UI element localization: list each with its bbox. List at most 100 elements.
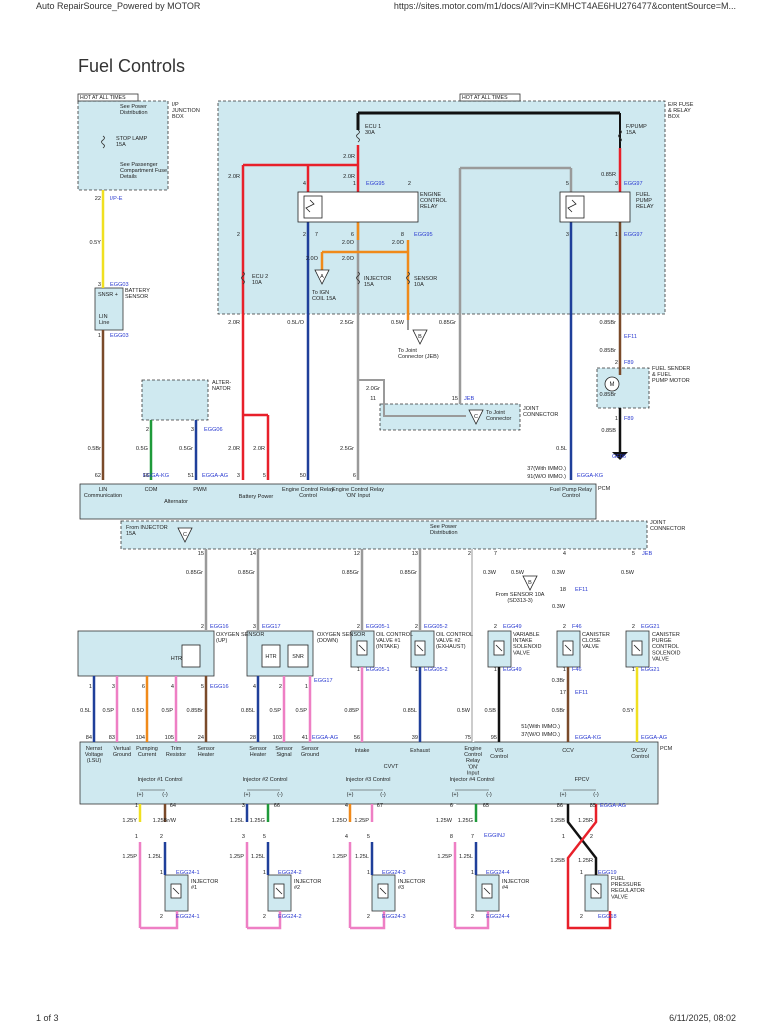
pin-q1b: 1 xyxy=(305,684,308,690)
pin-q39: 39 xyxy=(412,735,418,741)
pin-q13: 13 xyxy=(412,551,418,557)
wire-label-w_05w: 0.5W xyxy=(391,320,405,326)
wire-label-f_05w1: 0.5W xyxy=(511,570,525,576)
pcm-minus-1: (-) xyxy=(162,792,168,798)
injector-inj3-label: INJECTOR#3 xyxy=(398,879,425,891)
injector-inj4-label: INJECTOR#4 xyxy=(502,879,529,891)
pin-p3d: 3 xyxy=(237,473,240,479)
pin-q2c: 2 xyxy=(415,624,418,630)
connector-egg21: EGG21 xyxy=(641,624,660,630)
wire-label-f_05p3: 0.5P xyxy=(269,708,281,714)
pin-q2f: 2 xyxy=(632,624,635,630)
fuse-ecu1 xyxy=(356,129,360,143)
wire-label-f_085gr2: 0.85Gr xyxy=(238,570,255,576)
pcm-plus-5: (+) xyxy=(560,792,567,798)
connector-egg16b: EGG16 xyxy=(210,684,229,690)
wire-label-f_05b: 0.5B xyxy=(484,708,496,714)
wire-label-f_05p2: 0.5P xyxy=(161,708,173,714)
wire-label-i_125l3: 1.25L xyxy=(355,854,369,860)
wire-label-i_125r2: 1.25R xyxy=(578,858,593,864)
connector-egg06: EGG06 xyxy=(204,427,223,433)
pin-q4: 4 xyxy=(563,551,566,557)
wire-label-f_05w2: 0.5W xyxy=(621,570,635,576)
pcm-upper-label: PCM xyxy=(598,486,611,492)
alternator-box-label: ALTER-NATOR xyxy=(212,380,231,392)
pcm-cvvt: CVVT xyxy=(384,764,399,770)
connector-egg244: EGG24-4 xyxy=(486,870,510,876)
pin-p11: 11 xyxy=(370,396,376,402)
connector-egg17b: EGG17 xyxy=(314,678,333,684)
wire-label-f_05p: 0.5P xyxy=(102,708,114,714)
injector-inj2-label: INJECTOR#2 xyxy=(294,879,321,891)
engine-relay-coil xyxy=(303,195,323,219)
inj3-solenoid-slash xyxy=(379,887,387,895)
page-title: Fuel Controls xyxy=(78,56,186,76)
wire-label-w_20r_f: 2.0R xyxy=(253,446,265,452)
joint-connector-reference-c xyxy=(468,409,484,425)
wire-label-w_20r_b: 2.0R xyxy=(228,174,240,180)
pin-q7: 7 xyxy=(494,551,497,557)
pin-r85: 85 xyxy=(590,803,596,809)
connector-ef11b: EF11 xyxy=(575,587,588,593)
wire-label-f_085p: 0.85P xyxy=(344,708,359,714)
wire-label-i_125g: 1.25G xyxy=(250,818,265,824)
connector-egg242b: EGG24-2 xyxy=(278,914,302,920)
pin-q3b: 3 xyxy=(112,684,115,690)
pcm-upper-box xyxy=(79,483,597,520)
ocv2-solenoid-slash xyxy=(416,644,424,652)
wire-label-f_085l: 0.85L xyxy=(241,708,255,714)
connector-egg03b: EGG03 xyxy=(110,333,129,339)
o2-down-htr-block xyxy=(261,644,281,668)
wire-label-i_125brw: 1.25Br/W xyxy=(153,818,177,824)
pcsv-solenoid-slash xyxy=(633,644,641,652)
pin-q15: 15 xyxy=(198,551,204,557)
pin-r7: 7 xyxy=(471,834,474,840)
pin-r2c: 2 xyxy=(160,914,163,920)
pin-p2e: 2 xyxy=(146,427,149,433)
connector-egg16: EGG16 xyxy=(210,624,229,630)
connector-egga_kg2: EGGA-KG xyxy=(577,473,603,479)
fprv-solenoid-slash xyxy=(592,887,600,895)
pin-p3b: 3 xyxy=(615,181,618,187)
wire-label-i_125p1: 1.25P xyxy=(122,854,137,860)
pcm-injector-3-control: Injector #3 Control xyxy=(346,777,391,783)
pin-p1b: 1 xyxy=(353,181,356,187)
pin-q4c: 4 xyxy=(253,684,256,690)
pin-r6: 6 xyxy=(450,803,453,809)
pin-q1f: 1 xyxy=(563,667,566,673)
pin-r65: 65 xyxy=(483,803,489,809)
connector-egga_ag: EGGA-AG xyxy=(202,473,228,479)
pin-r3b: 3 xyxy=(242,834,245,840)
connector-egg03: EGG03 xyxy=(110,282,129,288)
pcm-plus-1: (+) xyxy=(137,792,144,798)
pin-r64: 64 xyxy=(170,803,176,809)
pcm-lower-box xyxy=(79,741,659,805)
connector-egg242: EGG24-2 xyxy=(278,870,302,876)
wire-label-i_125l: 1.25L xyxy=(230,818,244,824)
connector-egg95: EGG95 xyxy=(366,181,385,187)
pin-q12: 12 xyxy=(354,551,360,557)
header-url[interactable]: https://sites.motor.com/m1/docs/All?vin=… xyxy=(393,1,736,11)
fuel-pump-motor-symbol xyxy=(604,376,620,392)
wire-fprv-red xyxy=(566,804,612,930)
wire-label-w_25gr: 2.5Gr xyxy=(340,320,354,326)
oxygen-sensor-up-box xyxy=(77,630,215,677)
pin-q75: 75 xyxy=(465,735,471,741)
pcm-wo-immo: 91(W/O IMMO.) xyxy=(527,474,566,480)
pin-q2a: 2 xyxy=(201,624,204,630)
wire-label-i_125r: 1.25R xyxy=(578,818,593,824)
